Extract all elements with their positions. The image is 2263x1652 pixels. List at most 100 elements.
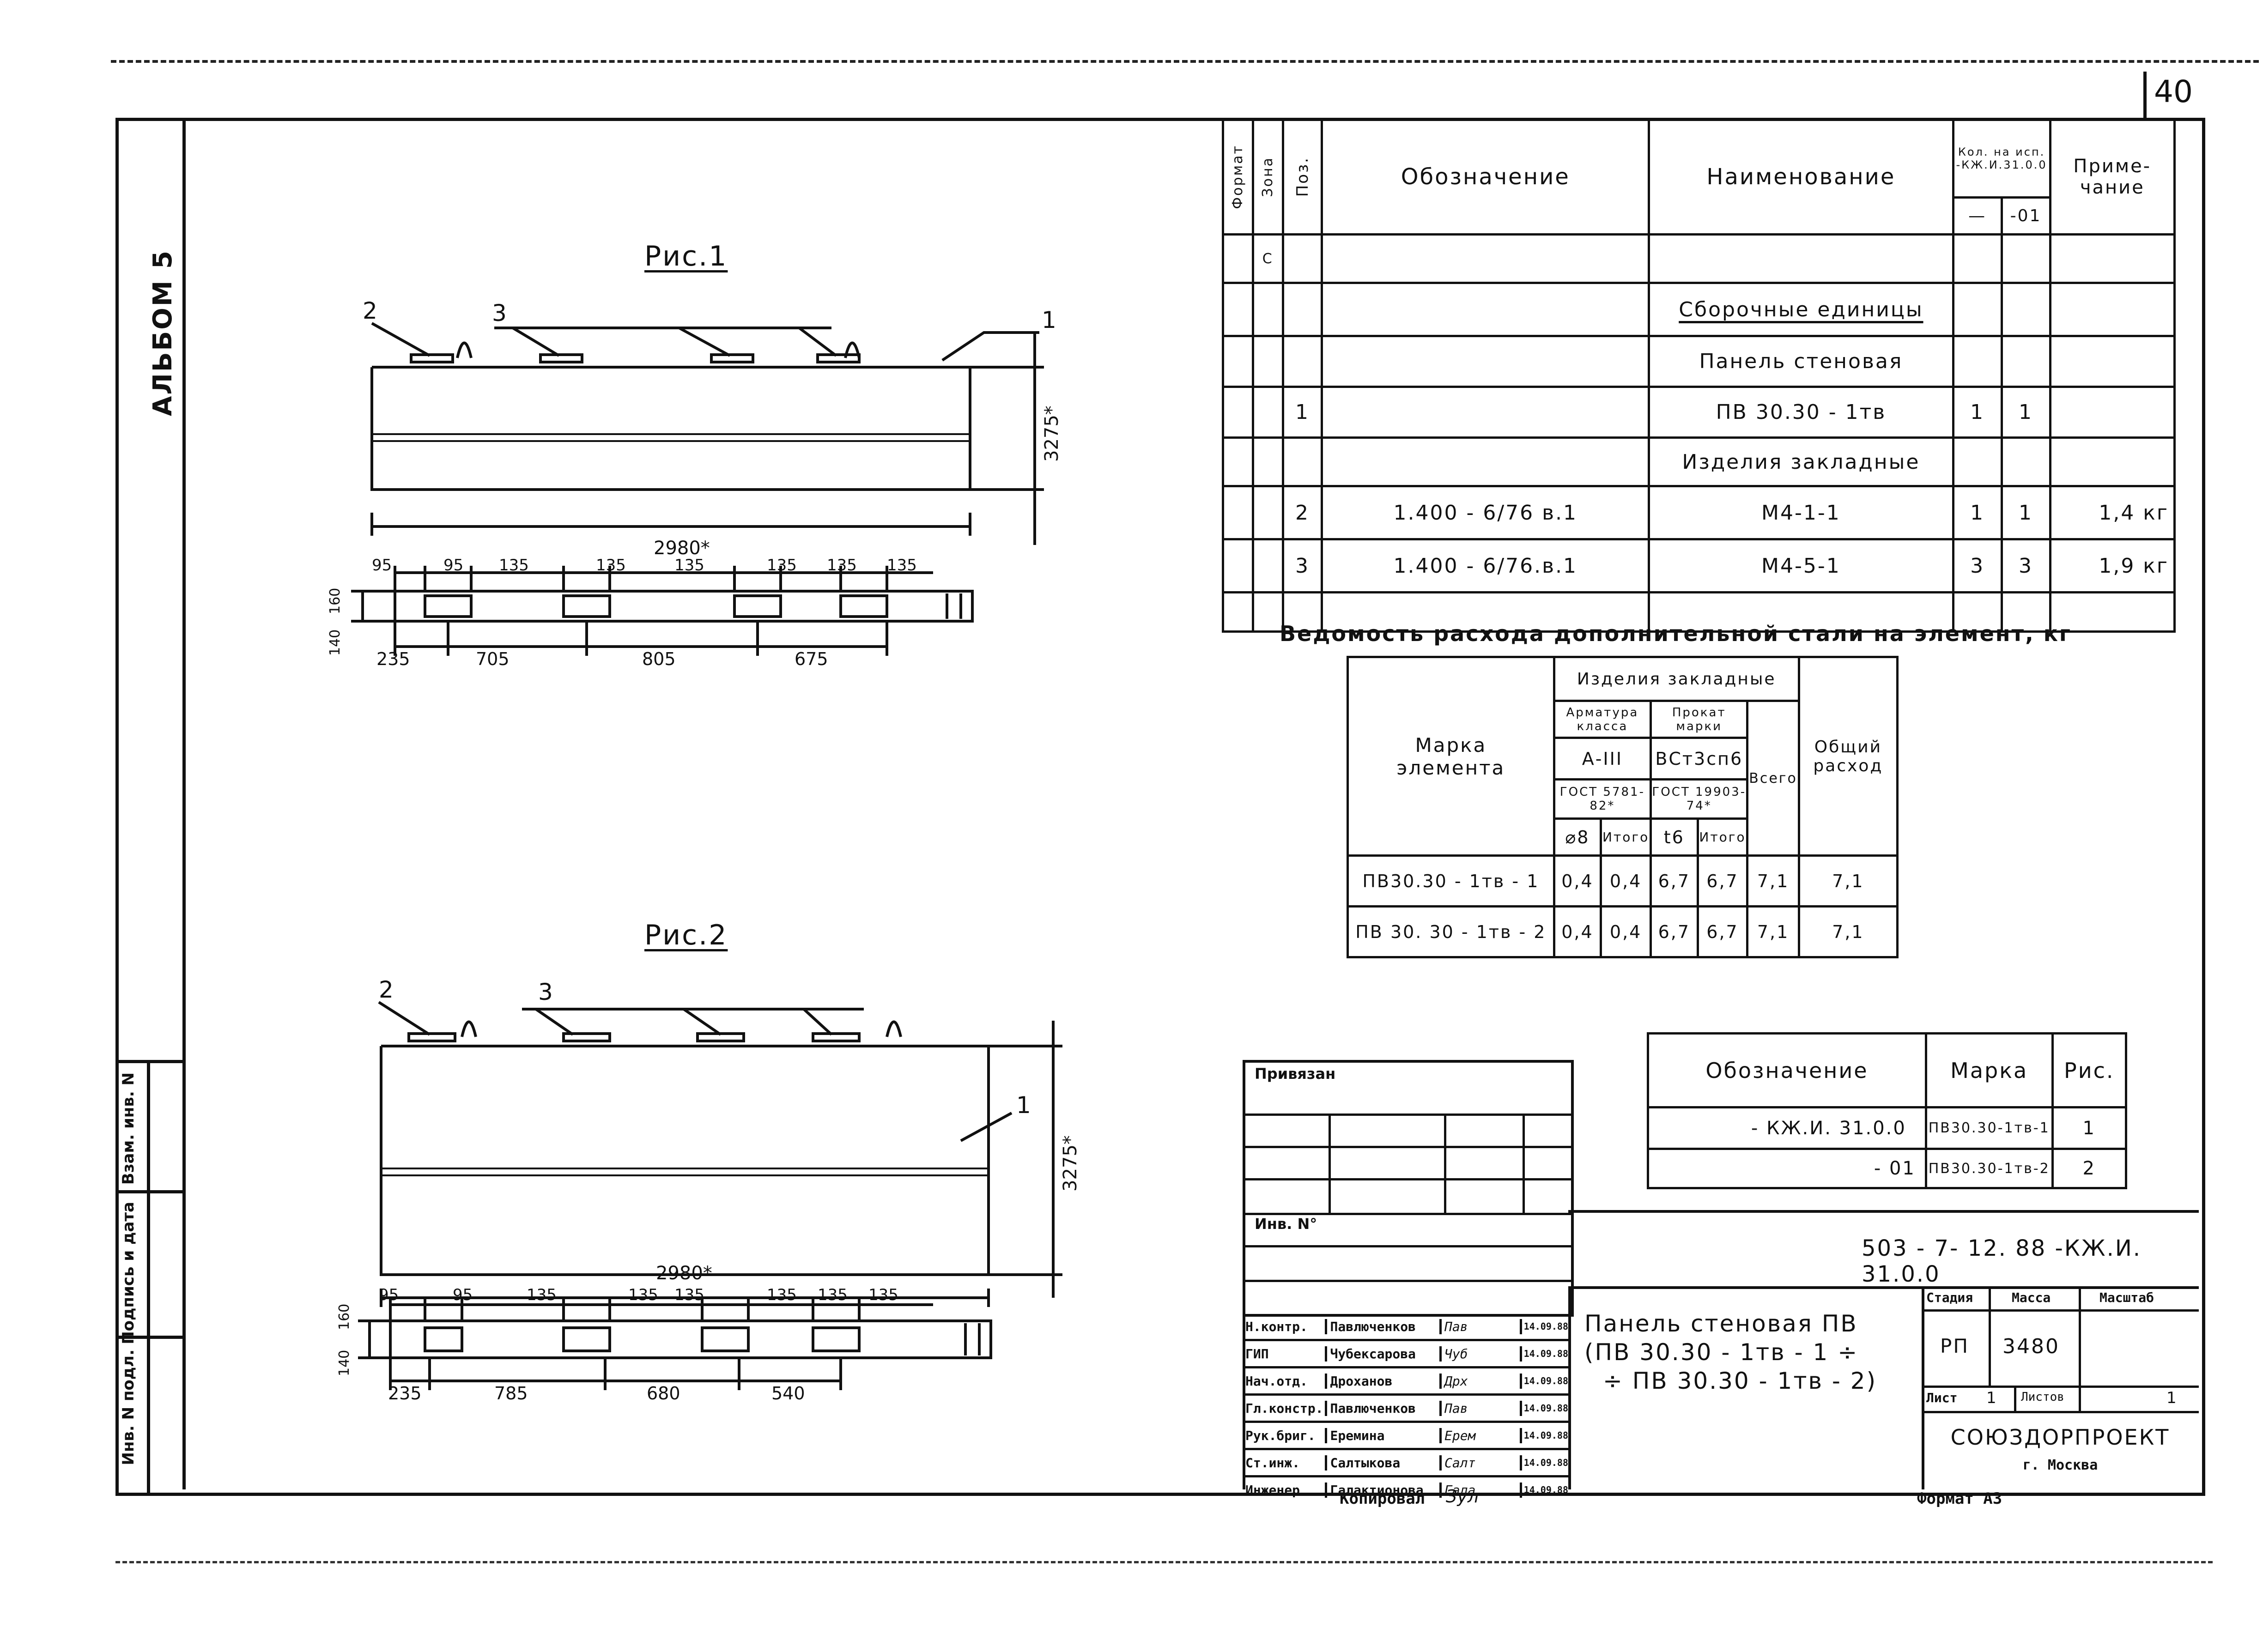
drawing-title-line1: Панель стеновая ПВ	[1584, 1310, 1858, 1337]
signer-name: Павлюченков	[1327, 1400, 1442, 1416]
signer-row: Нач.отд. Дроханов Дрх 14.09.88	[1243, 1368, 1568, 1396]
signer-signature: Чуб	[1442, 1346, 1522, 1362]
steel-title: Ведомость расхода дополнительной стали н…	[1280, 621, 2072, 646]
spec-name: ПВ 30.30 - 1тв	[1648, 386, 1954, 439]
spec-name: М4-1-1	[1648, 485, 1954, 540]
variants-fig: 1	[2051, 1106, 2128, 1150]
signer-signature: Дрх	[1442, 1373, 1522, 1389]
spec-section-embedded: Изделия закладные	[1648, 436, 1954, 487]
spec-header-qty-a: —	[1952, 196, 2003, 236]
sheets-label: Листов	[2021, 1390, 2064, 1404]
fig2-top-dim: 135	[527, 1286, 557, 1304]
fig1-side-dim: 140	[327, 629, 343, 656]
signer-role: Гл.констр.	[1243, 1400, 1328, 1416]
binding-inv: Инв. N°	[1255, 1215, 1317, 1233]
signer-signature: Гала	[1442, 1482, 1522, 1498]
spec-row: 1 ПВ 30.30 - 1тв 1 1	[1222, 386, 2176, 439]
steel-total2: 6,7	[1696, 854, 1749, 908]
signer-row: ГИП Чубексарова Чуб 14.09.88	[1243, 1341, 1568, 1368]
variants-row: - КЖ.И. 31.0.0 ПВ30.30-1тв-1 1	[1647, 1106, 2128, 1150]
signer-role: Инженер	[1243, 1482, 1328, 1498]
side-stamp: Взам. инв. N Подпись и дата Инв. N подл.	[115, 1060, 182, 1493]
steel-table: Марка элемента Изделия закладные Общий р…	[1347, 656, 1899, 958]
signer-role: Нач.отд.	[1243, 1373, 1328, 1389]
fig2-width-dim: 2980*	[656, 1263, 712, 1284]
signer-signature: Пав	[1442, 1400, 1522, 1416]
scale-header: Масштаб	[2099, 1290, 2154, 1305]
signer-signature: Пав	[1442, 1319, 1522, 1334]
spec-qty-b: 1	[2000, 386, 2051, 439]
fig1-top-dim: 135	[596, 556, 626, 575]
steel-header-embedded: Изделия закладные	[1553, 656, 1800, 702]
steel-overall: 7,1	[1797, 905, 1899, 958]
fig2-drawing: 2 3 1 3275* 2980* 95 95 135 135 135 135 …	[336, 976, 1081, 1404]
fig2-top-dim: 135	[868, 1286, 898, 1304]
fig2-top-dim: 135	[674, 1286, 704, 1304]
variants-header-mark: Марка	[1924, 1032, 2054, 1108]
signer-name: Галактионова	[1327, 1482, 1442, 1498]
signer-role: ГИП	[1243, 1346, 1328, 1362]
spec-pos: 1	[1281, 386, 1323, 439]
spec-row: Изделия закладные	[1222, 436, 2176, 487]
steel-total1: 0,4	[1600, 854, 1652, 908]
drawing-title-line3: ÷ ПВ 30.30 - 1тв - 2)	[1603, 1368, 1877, 1394]
drawing-title: Панель стеновая ПВ (ПВ 30.30 - 1тв - 1 ÷…	[1584, 1309, 1877, 1395]
steel-header-total1: Итого	[1600, 817, 1652, 857]
variants-fig: 2	[2051, 1148, 2128, 1189]
stage-value: РП	[1940, 1335, 1969, 1357]
spec-designation: 1.400 - 6/76.в.1	[1321, 538, 1650, 593]
spec-header-designation: Обозначение	[1321, 118, 1650, 236]
signer-date: 14.09.88	[1523, 1484, 1568, 1495]
steel-header-all: Всего	[1746, 700, 1800, 857]
variants-header-fig: Рис.	[2051, 1032, 2128, 1108]
steel-row: ПВ30.30 - 1тв - 1 0,4 0,4 6,7 6,7 7,1 7,…	[1347, 854, 1899, 908]
signer-row: Инженер Галактионова Гала 14.09.88	[1243, 1477, 1568, 1502]
fig2-callout-1: 1	[1016, 1092, 1031, 1119]
signer-row: Н.контр. Павлюченков Пав 14.09.88	[1243, 1314, 1568, 1341]
copied-by: Копировал	[1340, 1489, 1425, 1508]
spec-pos: 2	[1281, 485, 1323, 540]
steel-header-rebar-class: А-III	[1553, 737, 1652, 781]
variants-designation: - КЖ.И. 31.0.0	[1647, 1106, 1927, 1150]
steel-all: 7,1	[1746, 854, 1800, 908]
binding-box: Привязан Инв. N°	[1243, 1060, 1574, 1317]
steel-header-gost1: ГОСТ 5781-82*	[1553, 778, 1652, 820]
steel-header-rolled-grade: ВСт3сп6	[1650, 737, 1749, 781]
fig1-top-dim: 135	[499, 556, 529, 575]
spec-header-qty-b: -01	[2000, 196, 2051, 236]
org-city: г. Москва	[2022, 1457, 2098, 1473]
inner-frame-left	[182, 118, 186, 1489]
spec-header-zone: Зона	[1260, 156, 1276, 197]
spec-qty-a: 3	[1952, 538, 2003, 593]
signer-date: 14.09.88	[1523, 1321, 1568, 1332]
fig1-side-dim: 160	[327, 588, 343, 614]
steel-row: ПВ 30. 30 - 1тв - 2 0,4 0,4 6,7 6,7 7,1 …	[1347, 905, 1899, 958]
format-label: Формат А3	[1917, 1489, 2002, 1508]
spec-qty-a: 1	[1952, 485, 2003, 540]
fig2-top-dim: 135	[628, 1286, 658, 1304]
signer-role: Ст.инж.	[1243, 1455, 1328, 1470]
spec-row: 3 1.400 - 6/76.в.1 М4-5-1 3 3 1,9 кг	[1222, 538, 2176, 593]
fig1-bottom-dim: 675	[795, 649, 828, 669]
spec-note: 1,4 кг	[2049, 485, 2176, 540]
signer-row: Ст.инж. Салтыкова Салт 14.09.88	[1243, 1450, 1568, 1477]
signer-date: 14.09.88	[1523, 1348, 1568, 1359]
fig1-callout-1: 1	[1042, 307, 1056, 333]
steel-d8: 0,4	[1553, 905, 1602, 958]
steel-header-overall: Общий расход	[1797, 656, 1899, 857]
spec-pos: 3	[1281, 538, 1323, 593]
steel-header-mark: Марка элемента	[1347, 656, 1555, 857]
sheet-frame	[115, 118, 2205, 1496]
steel-header-gost2: ГОСТ 19903-74*	[1650, 778, 1749, 820]
fig1-bottom-dim: 235	[376, 649, 410, 669]
spec-qty-a: 1	[1952, 386, 2003, 439]
binding-linked: Привязан	[1255, 1065, 1336, 1083]
fig2-bottom-dim: 235	[388, 1383, 422, 1404]
fig1-width-dim: 2980*	[654, 538, 710, 559]
fig2-title: Рис.2	[644, 919, 728, 951]
fig2-side-dim: 140	[336, 1350, 352, 1376]
spec-name: М4-5-1	[1648, 538, 1954, 593]
variants-header-designation: Обозначение	[1647, 1032, 1927, 1108]
signer-date: 14.09.88	[1523, 1403, 1568, 1414]
signer-name: Еремина	[1327, 1428, 1442, 1443]
